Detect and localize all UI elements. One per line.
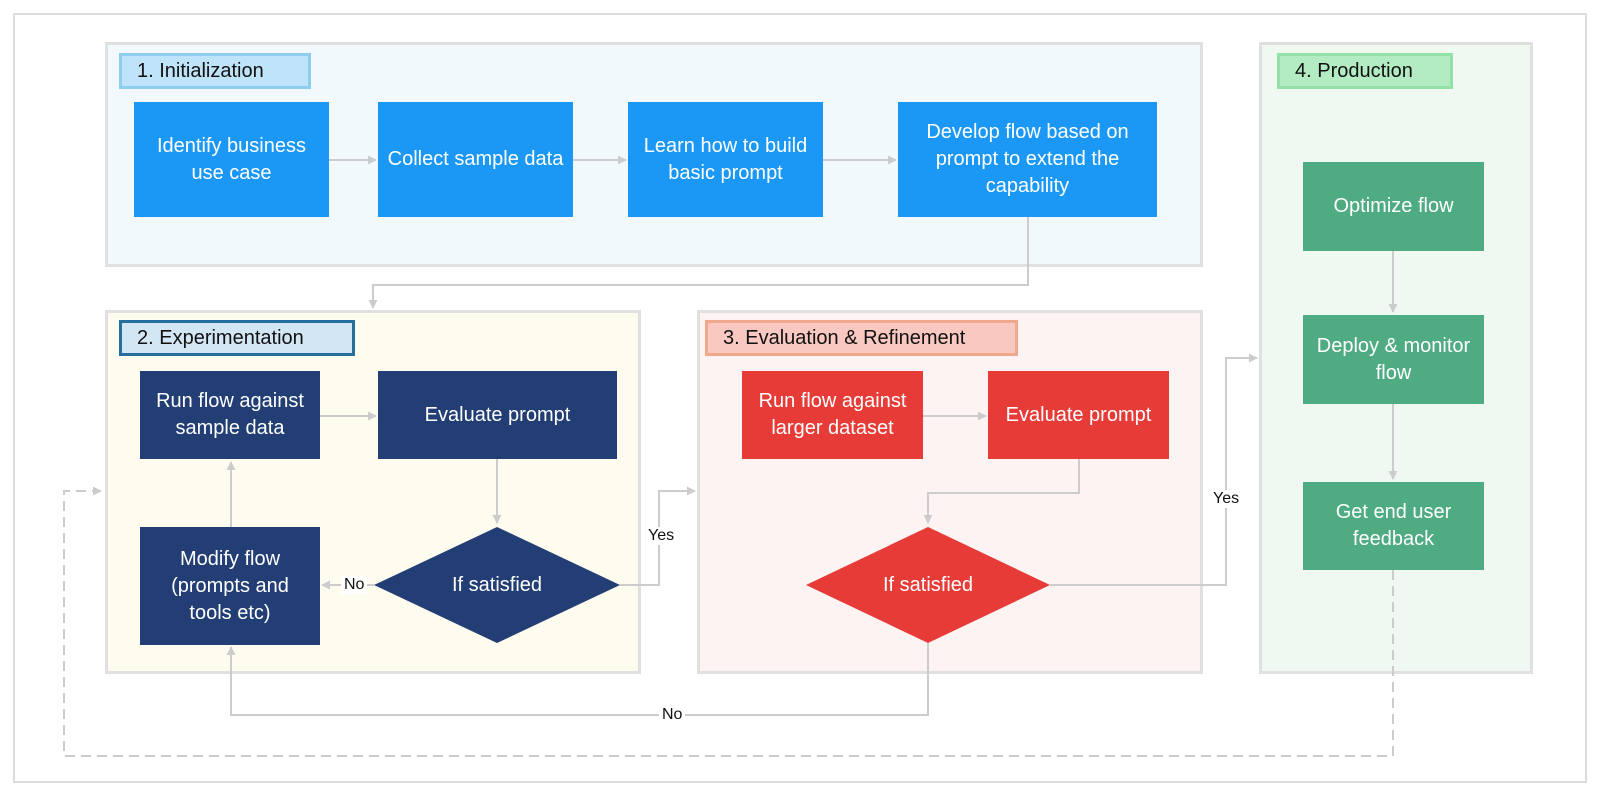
- edge-evaluate-to-decision-eval: [923, 459, 1080, 524]
- develop-flow-box: Develop flow based on prompt to extend t…: [898, 102, 1157, 217]
- initialization-title: 1. Initialization: [119, 53, 311, 89]
- edge-eval-yes-to-production: [1050, 353, 1258, 586]
- run-flow-larger-box: Run flow against larger dataset: [742, 371, 923, 459]
- exp-yes-label: Yes: [645, 527, 678, 545]
- exp-no-label: No: [341, 576, 368, 594]
- experimentation-title: 2. Experimentation: [119, 320, 355, 356]
- evaluate-prompt-eval-box: Evaluate prompt: [988, 371, 1169, 459]
- end-user-feedback-box: Get end user feedback: [1303, 482, 1484, 570]
- production-title: 4. Production: [1277, 53, 1453, 89]
- exp-decision-label: If satisfied: [451, 573, 543, 596]
- diagram-frame: [13, 13, 1587, 783]
- learn-basic-prompt-box: Learn how to build basic prompt: [628, 102, 823, 217]
- eval-decision-diamond: [806, 527, 1050, 643]
- modify-flow-box: Modify flow (prompts and tools etc): [140, 527, 320, 645]
- collect-sample-data-box: Collect sample data: [378, 102, 573, 217]
- deploy-monitor-box: Deploy & monitor flow: [1303, 315, 1484, 404]
- optimize-flow-box: Optimize flow: [1303, 162, 1484, 251]
- edge-eval-no-to-modify: [226, 643, 929, 716]
- evaluate-prompt-box: Evaluate prompt: [378, 371, 617, 459]
- edge-develop-to-experimentation: [368, 217, 1029, 309]
- eval-decision-label: If satisfied: [882, 573, 974, 596]
- run-flow-sample-box: Run flow against sample data: [140, 371, 320, 459]
- eval-yes-label: Yes: [1210, 490, 1243, 508]
- exp-decision-diamond: [374, 527, 620, 643]
- evaluation-title: 3. Evaluation & Refinement: [705, 320, 1018, 356]
- edge-feedback-loop: [63, 486, 1394, 757]
- identify-business-use-case-box: Identify business use case: [134, 102, 329, 217]
- eval-no-label: No: [659, 706, 686, 724]
